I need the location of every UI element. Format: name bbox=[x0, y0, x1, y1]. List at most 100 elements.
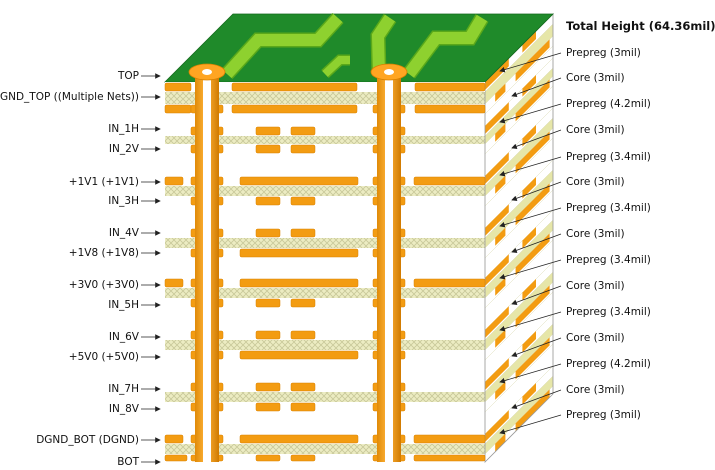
copper-pad bbox=[290, 402, 316, 412]
side-copper bbox=[515, 389, 550, 432]
copper-pad bbox=[231, 82, 358, 92]
leader-arrow bbox=[511, 77, 562, 97]
copper-pad bbox=[413, 434, 486, 444]
copper-pad bbox=[290, 144, 316, 154]
stack-band-front bbox=[165, 228, 485, 238]
copper-pad bbox=[255, 228, 281, 238]
dielectric-label-right: Core (3mil) bbox=[566, 384, 625, 396]
layer-label-left: TOP bbox=[117, 70, 139, 82]
copper-pad bbox=[164, 82, 192, 92]
copper-pad bbox=[239, 248, 359, 258]
layer-label-left: IN_4V bbox=[108, 227, 139, 239]
side-copper bbox=[515, 337, 550, 380]
leader-arrow bbox=[499, 363, 562, 384]
side-copper bbox=[485, 204, 509, 236]
side-copper bbox=[515, 183, 550, 226]
dielectric-label-right: Core (3mil) bbox=[566, 280, 625, 292]
side-copper bbox=[495, 381, 506, 400]
dielectric-label-right: Prepreg (3.4mil) bbox=[566, 202, 651, 214]
copper-pad bbox=[239, 278, 359, 288]
top-trace bbox=[404, 14, 488, 78]
side-copper bbox=[522, 331, 536, 353]
layer-label-left: +5V0 (+5V0) bbox=[68, 351, 139, 363]
layer-label-left: +3V0 (+3V0) bbox=[68, 279, 139, 291]
via-hole bbox=[203, 74, 211, 462]
side-copper bbox=[515, 233, 550, 276]
copper-pad bbox=[164, 434, 184, 444]
copper-pad bbox=[255, 126, 281, 136]
stack-band-front bbox=[165, 258, 485, 278]
side-copper bbox=[495, 329, 506, 348]
copper-pad bbox=[255, 298, 281, 308]
stack-band-front bbox=[165, 238, 485, 248]
side-copper bbox=[485, 358, 509, 390]
layer-label-left: GND_TOP ((Multiple Nets)) bbox=[0, 91, 139, 103]
stack-band-front bbox=[165, 206, 485, 228]
stack-band-front bbox=[165, 392, 485, 402]
stack-band-front bbox=[165, 126, 485, 136]
leader-arrow bbox=[499, 414, 562, 435]
total-height-title: Total Height (64.36mil) bbox=[566, 19, 715, 33]
copper-pad bbox=[290, 196, 316, 206]
pcb-stackup-diagram bbox=[141, 12, 562, 465]
leader-arrow bbox=[499, 259, 562, 280]
layer-label-left: IN_3H bbox=[108, 195, 139, 207]
stack-band-front bbox=[165, 330, 485, 340]
stack-band-front bbox=[165, 154, 485, 176]
copper-pad bbox=[290, 126, 316, 136]
layer-label-left: IN_7H bbox=[108, 383, 139, 395]
stack-band-front bbox=[165, 288, 485, 298]
stack-band-front bbox=[165, 382, 485, 392]
copper-pad bbox=[164, 104, 192, 114]
stack-band-front bbox=[165, 360, 485, 382]
leader-arrow bbox=[511, 337, 562, 357]
leader-arrow bbox=[511, 181, 562, 201]
layer-label-left: IN_6V bbox=[108, 331, 139, 343]
leader-arrow bbox=[511, 389, 562, 409]
copper-pad bbox=[255, 144, 281, 154]
side-copper bbox=[522, 279, 536, 301]
leader-arrow bbox=[499, 52, 562, 73]
stack-band-front bbox=[165, 454, 485, 462]
stack-band-front bbox=[165, 92, 485, 104]
layer-label-left: DGND_BOT (DGND) bbox=[36, 434, 139, 446]
stack-band-front bbox=[165, 444, 485, 454]
leader-arrow bbox=[511, 129, 562, 149]
leader-arrow bbox=[511, 233, 562, 253]
copper-pad bbox=[164, 454, 188, 462]
side-copper bbox=[495, 277, 506, 296]
side-copper bbox=[515, 285, 550, 328]
stack-band-front bbox=[165, 340, 485, 350]
side-copper bbox=[515, 39, 550, 82]
layer-label-left: +1V1 (+1V1) bbox=[68, 176, 139, 188]
stack-band-front bbox=[165, 298, 485, 308]
top-trace bbox=[222, 13, 343, 79]
side-copper bbox=[522, 227, 536, 249]
stack-band-front bbox=[165, 144, 485, 154]
leader-arrow bbox=[499, 311, 562, 332]
dielectric-label-right: Prepreg (3mil) bbox=[566, 47, 641, 59]
stack-band-front bbox=[165, 186, 485, 196]
side-copper bbox=[515, 79, 550, 122]
layer-label-left: BOT bbox=[117, 456, 139, 468]
copper-pad bbox=[290, 298, 316, 308]
stack-band-front bbox=[165, 412, 485, 434]
side-copper bbox=[522, 177, 536, 199]
side-copper bbox=[495, 123, 506, 142]
side-copper bbox=[522, 31, 536, 53]
dielectric-label-right: Prepreg (3.4mil) bbox=[566, 306, 651, 318]
stack-band-front bbox=[165, 402, 485, 412]
side-copper bbox=[515, 131, 550, 174]
side-copper bbox=[495, 175, 506, 194]
side-copper bbox=[522, 383, 536, 405]
copper-pad bbox=[255, 330, 281, 340]
dielectric-label-right: Core (3mil) bbox=[566, 176, 625, 188]
stack-band-front bbox=[165, 114, 485, 126]
side-copper bbox=[485, 152, 509, 184]
copper-pad bbox=[414, 104, 486, 114]
dielectric-label-right: Prepreg (3.4mil) bbox=[566, 254, 651, 266]
layer-label-left: IN_2V bbox=[108, 143, 139, 155]
copper-pad bbox=[413, 278, 486, 288]
dielectric-label-right: Prepreg (3.4mil) bbox=[566, 151, 651, 163]
via-hole bbox=[385, 74, 393, 462]
